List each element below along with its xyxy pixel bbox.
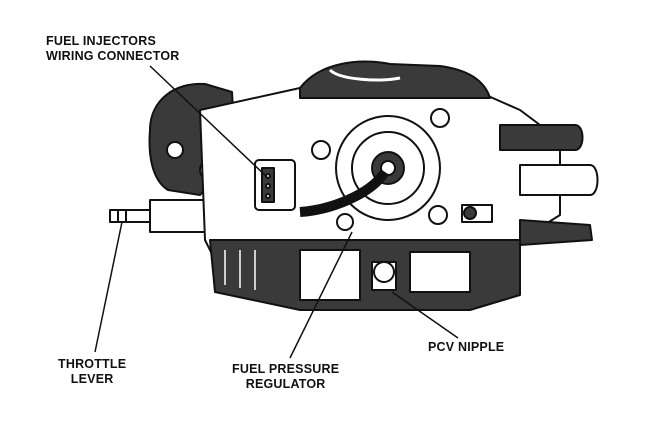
leader-pcv-nipple bbox=[391, 291, 459, 339]
fuel-pressure-regulator-label-line2: REGULATOR bbox=[245, 377, 326, 391]
leader-throttle-lever bbox=[94, 221, 123, 353]
throttle-shaft bbox=[109, 209, 151, 223]
pcv-nipple-label: PCV NIPPLE bbox=[428, 340, 504, 355]
fuel-line bbox=[299, 169, 390, 217]
throttle-lever-label-line2: LEVER bbox=[70, 372, 114, 386]
flange-bolt-hole bbox=[166, 141, 184, 159]
leader-fuel-injectors bbox=[149, 65, 269, 179]
fuel-injectors-wiring-connector-label: FUEL INJECTORS WIRING CONNECTOR bbox=[46, 34, 180, 64]
base-plate bbox=[209, 239, 521, 311]
throttle-lever-label: THROTTLE LEVER bbox=[58, 357, 126, 387]
right-hose bbox=[499, 124, 584, 151]
pcv-nipple-label-line1: PCV NIPPLE bbox=[428, 340, 505, 354]
fuel-pressure-regulator-label-line1: FUEL PRESSURE bbox=[232, 362, 340, 376]
fuel-pressure-regulator-label: FUEL PRESSURE REGULATOR bbox=[232, 362, 339, 392]
leader-fuel-pressure-regulator bbox=[289, 231, 353, 359]
throttle-lever-label-line1: THROTTLE bbox=[58, 357, 127, 371]
fuel-injectors-label-line1: FUEL INJECTORS bbox=[46, 34, 156, 48]
fuel-injectors-label-line2: WIRING CONNECTOR bbox=[46, 49, 180, 63]
